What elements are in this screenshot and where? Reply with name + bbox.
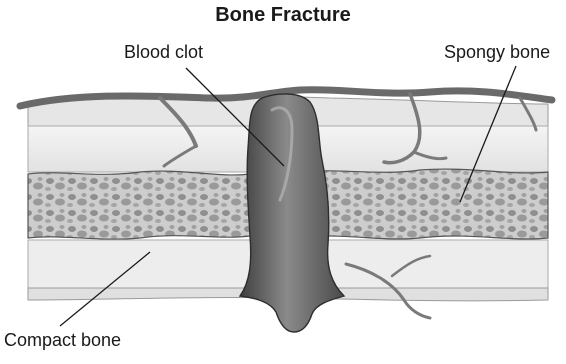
spongy-bone-layer-right <box>300 169 548 239</box>
spongy-bone-layer <box>28 171 250 239</box>
label-blood-clot: Blood clot <box>124 42 203 63</box>
label-compact-bone: Compact bone <box>4 330 121 351</box>
label-spongy-bone: Spongy bone <box>444 42 550 63</box>
diagram-title: Bone Fracture <box>0 4 566 27</box>
